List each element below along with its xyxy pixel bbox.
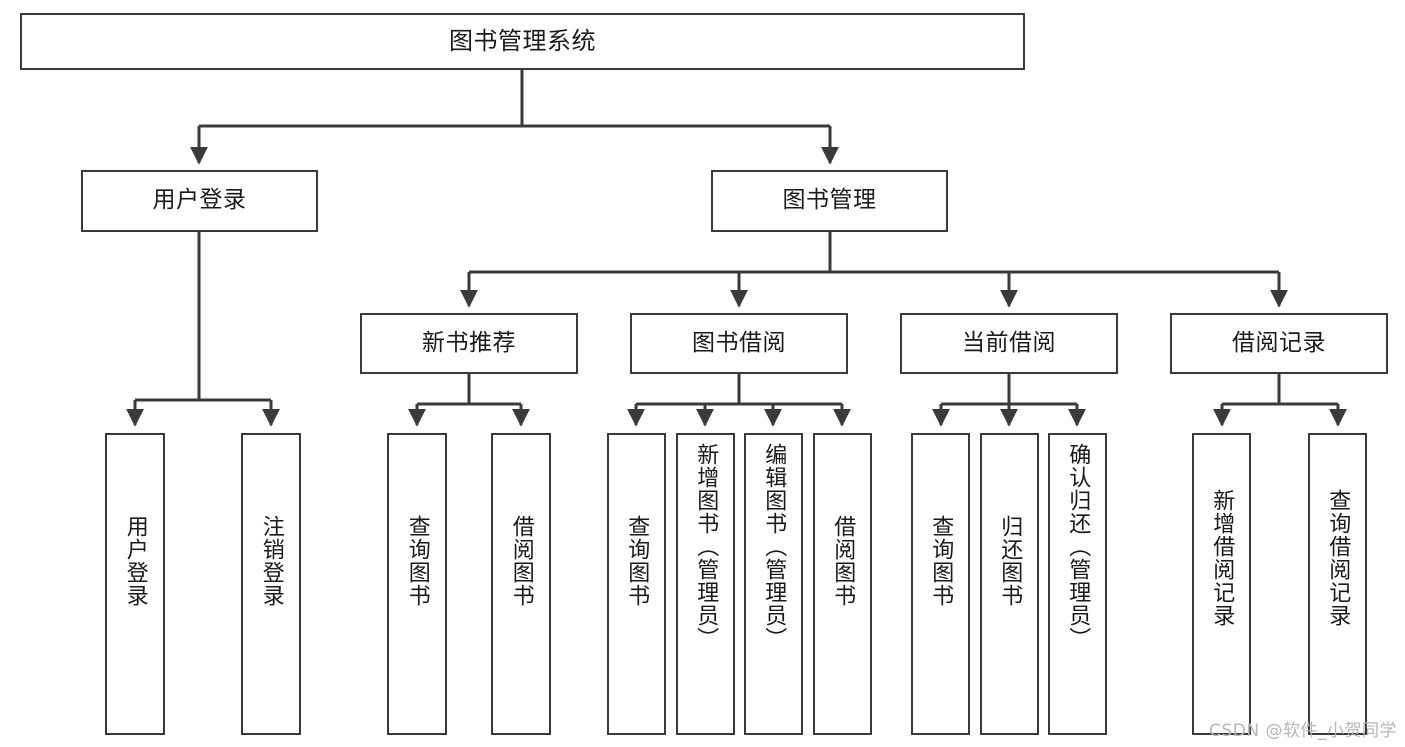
node-label: 借阅记录 bbox=[1232, 329, 1326, 356]
node-label: 注销登录 bbox=[258, 515, 284, 607]
node-book-management[interactable]: 图书管理 bbox=[711, 170, 948, 232]
node-label: 图书借阅 bbox=[692, 329, 786, 356]
leaf-query-borrow-record[interactable]: 查询借阅记录 bbox=[1308, 433, 1367, 735]
node-label: 借阅图书 bbox=[830, 515, 856, 607]
leaf-borrow-book[interactable]: 借阅图书 bbox=[813, 433, 872, 735]
node-borrow-record[interactable]: 借阅记录 bbox=[1170, 313, 1388, 374]
node-label: 借阅图书 bbox=[508, 515, 534, 607]
node-label: 查询图书 bbox=[928, 515, 954, 607]
leaf-logout-login[interactable]: 注销登录 bbox=[241, 433, 301, 735]
node-label: 当前借阅 bbox=[962, 329, 1056, 356]
node-label: 新增借阅记录 bbox=[1209, 489, 1235, 627]
node-label: 确认归还（管理员） bbox=[1065, 443, 1091, 650]
node-label: 查询图书 bbox=[404, 515, 430, 607]
leaf-add-borrow-record[interactable]: 新增借阅记录 bbox=[1192, 433, 1251, 735]
leaf-add-book-admin[interactable]: 新增图书（管理员） bbox=[676, 433, 735, 735]
leaf-borrow-book-recommend[interactable]: 借阅图书 bbox=[491, 433, 551, 735]
csdn-watermark: CSDN @软件_小贺同学 bbox=[1209, 721, 1397, 741]
node-user-login[interactable]: 用户登录 bbox=[81, 170, 318, 232]
leaf-user-login[interactable]: 用户登录 bbox=[105, 433, 165, 735]
node-label: 新书推荐 bbox=[422, 329, 516, 356]
node-label: 用户登录 bbox=[152, 187, 247, 214]
node-label: 用户登录 bbox=[122, 515, 148, 607]
node-label: 图书管理 bbox=[782, 187, 877, 214]
leaf-query-book-recommend[interactable]: 查询图书 bbox=[387, 433, 447, 735]
node-label: 新增图书（管理员） bbox=[693, 443, 719, 650]
node-label: 查询借阅记录 bbox=[1325, 489, 1351, 627]
node-label: 编辑图书（管理员） bbox=[761, 443, 787, 650]
leaf-edit-book-admin[interactable]: 编辑图书（管理员） bbox=[744, 433, 803, 735]
node-root-book-management-system[interactable]: 图书管理系统 bbox=[20, 13, 1025, 70]
node-new-book-recommend[interactable]: 新书推荐 bbox=[360, 313, 578, 374]
leaf-query-book-borrow[interactable]: 查询图书 bbox=[607, 433, 666, 735]
node-current-borrow[interactable]: 当前借阅 bbox=[900, 313, 1118, 374]
node-label: 图书管理系统 bbox=[449, 27, 596, 56]
node-label: 查询图书 bbox=[624, 515, 650, 607]
leaf-confirm-return-admin[interactable]: 确认归还（管理员） bbox=[1048, 433, 1107, 735]
leaf-query-book-current[interactable]: 查询图书 bbox=[911, 433, 970, 735]
node-label: 归还图书 bbox=[997, 515, 1023, 607]
leaf-return-book[interactable]: 归还图书 bbox=[980, 433, 1039, 735]
node-book-borrow[interactable]: 图书借阅 bbox=[630, 313, 848, 374]
